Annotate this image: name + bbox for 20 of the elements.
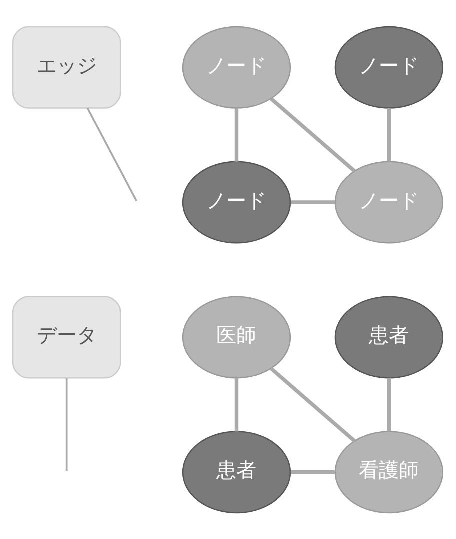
connector [290, 200, 336, 204]
node-ellipse: 患者 [182, 430, 292, 514]
connector [270, 96, 356, 172]
node-ellipse: ノード [334, 160, 444, 244]
node-ellipse: 患者 [334, 296, 444, 378]
node-ellipse: 医師 [182, 296, 292, 378]
node-ellipse: ノード [182, 26, 292, 108]
connector [234, 378, 239, 432]
node-box: エッジ [12, 26, 122, 108]
connector [387, 108, 392, 162]
connector [270, 366, 356, 442]
connector [66, 378, 68, 470]
connector [290, 470, 336, 474]
node-box: データ [12, 296, 122, 378]
connector [234, 108, 239, 162]
connector [86, 107, 138, 202]
node-ellipse: ノード [182, 160, 292, 244]
connector [387, 378, 392, 432]
node-ellipse: ノード [334, 26, 444, 108]
node-ellipse: 看護師 [334, 430, 444, 514]
